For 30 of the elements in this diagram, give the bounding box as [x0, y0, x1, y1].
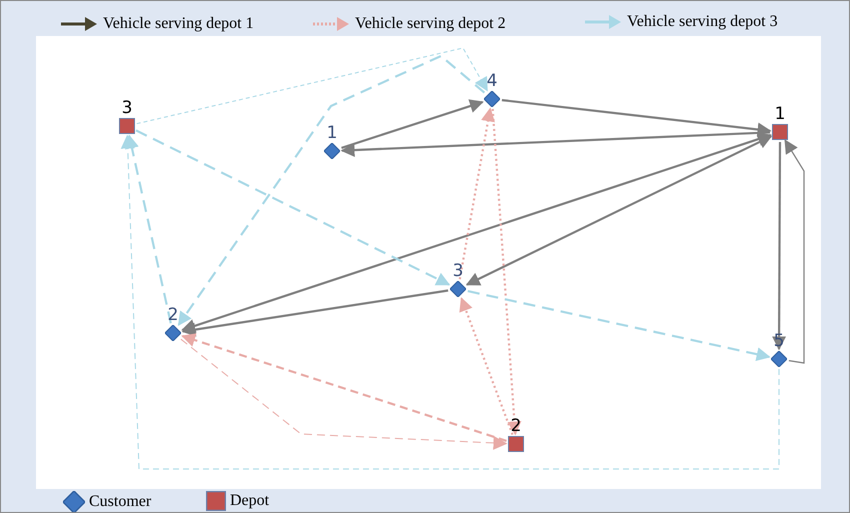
legend-text: Vehicle serving depot 3	[627, 13, 778, 31]
route-arrow	[492, 108, 522, 436]
customer-number: 4	[486, 71, 498, 91]
legend-text: Customer	[89, 493, 152, 511]
route-arrow	[784, 139, 805, 364]
route-arrow	[120, 134, 780, 470]
legend-text: Depot	[230, 492, 270, 510]
route-arrow	[136, 129, 450, 286]
customer-number: 3	[452, 261, 464, 281]
route-arrow	[125, 134, 172, 324]
route-arrow	[340, 131, 770, 158]
route-arrow	[502, 99, 772, 136]
route-arrow	[466, 135, 772, 286]
route-arrow	[178, 54, 486, 326]
route-arrow	[182, 289, 448, 336]
route-arrow	[468, 290, 771, 362]
depot-number: 2	[510, 416, 522, 436]
customer-number: 5	[772, 331, 786, 351]
route-arrow	[458, 107, 495, 280]
route-arrow	[772, 142, 786, 350]
route-arrow	[181, 132, 772, 333]
depot-number: 3	[120, 98, 134, 118]
depot-number: 1	[774, 104, 786, 124]
route-arrow	[341, 99, 484, 149]
route-arrow	[459, 297, 514, 435]
legend-text: Vehicle serving depot 2	[355, 15, 506, 33]
customer-number: 2	[166, 305, 180, 325]
route-arrow	[136, 47, 488, 124]
customer-number: 1	[326, 123, 338, 143]
legend-text: Vehicle serving depot 1	[103, 15, 254, 33]
